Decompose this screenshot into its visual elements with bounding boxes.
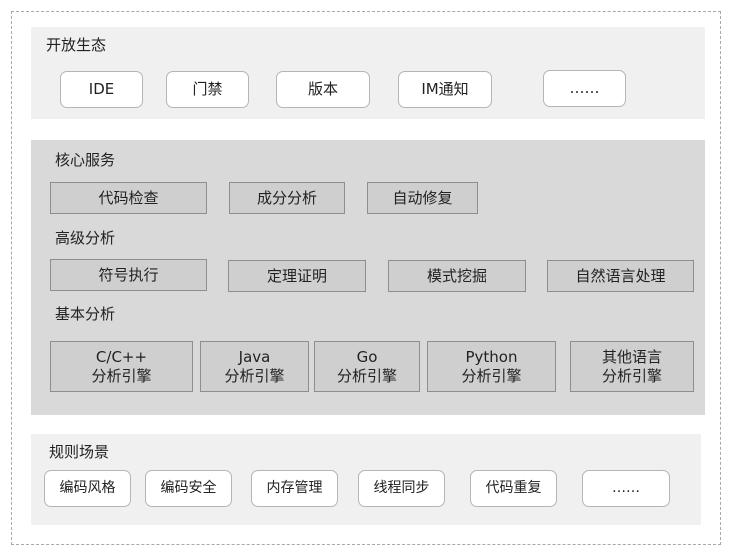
- rule-scenarios-title: 规则场景: [49, 443, 110, 461]
- access-control-box: 门禁: [166, 71, 249, 108]
- advanced-analysis-title: 高级分析: [55, 229, 116, 247]
- other-lang-engine-line1: 其他语言: [601, 347, 662, 366]
- java-engine-line1: Java: [238, 347, 271, 366]
- other-lang-engine-line2: 分析引擎: [601, 366, 662, 385]
- memory-management-box: 内存管理: [251, 470, 338, 507]
- basic-analysis-title: 基本分析: [55, 305, 116, 323]
- theorem-proving-box: 定理证明: [228, 260, 366, 292]
- python-engine-line1: Python: [465, 347, 518, 366]
- go-engine-box: Go 分析引擎: [314, 341, 420, 392]
- coding-security-box: 编码安全: [145, 470, 232, 507]
- cpp-engine-line2: 分析引擎: [91, 366, 152, 385]
- cpp-engine-line1: C/C++: [95, 347, 148, 366]
- core-services-title: 核心服务: [55, 151, 116, 169]
- more-rules-box: ……: [582, 470, 670, 507]
- go-engine-line1: Go: [356, 347, 378, 366]
- architecture-frame: [11, 11, 721, 545]
- other-lang-engine-box: 其他语言 分析引擎: [570, 341, 694, 392]
- code-duplication-box: 代码重复: [470, 470, 557, 507]
- symbolic-execution-box: 符号执行: [50, 259, 207, 291]
- coding-style-box: 编码风格: [44, 470, 131, 507]
- auto-fix-box: 自动修复: [367, 182, 478, 214]
- composition-analysis-box: 成分分析: [229, 182, 345, 214]
- open-ecosystem-title: 开放生态: [46, 36, 107, 54]
- java-engine-box: Java 分析引擎: [200, 341, 309, 392]
- go-engine-line2: 分析引擎: [336, 366, 397, 385]
- pattern-mining-box: 模式挖掘: [388, 260, 526, 292]
- nlp-box: 自然语言处理: [547, 260, 694, 292]
- im-notification-box: IM通知: [398, 71, 492, 108]
- code-check-box: 代码检查: [50, 182, 207, 214]
- version-box: 版本: [276, 71, 370, 108]
- cpp-engine-box: C/C++ 分析引擎: [50, 341, 193, 392]
- thread-sync-box: 线程同步: [358, 470, 445, 507]
- java-engine-line2: 分析引擎: [224, 366, 285, 385]
- python-engine-line2: 分析引擎: [461, 366, 522, 385]
- more-ecosystem-box: ……: [543, 70, 626, 107]
- ide-box: IDE: [60, 71, 143, 108]
- python-engine-box: Python 分析引擎: [427, 341, 556, 392]
